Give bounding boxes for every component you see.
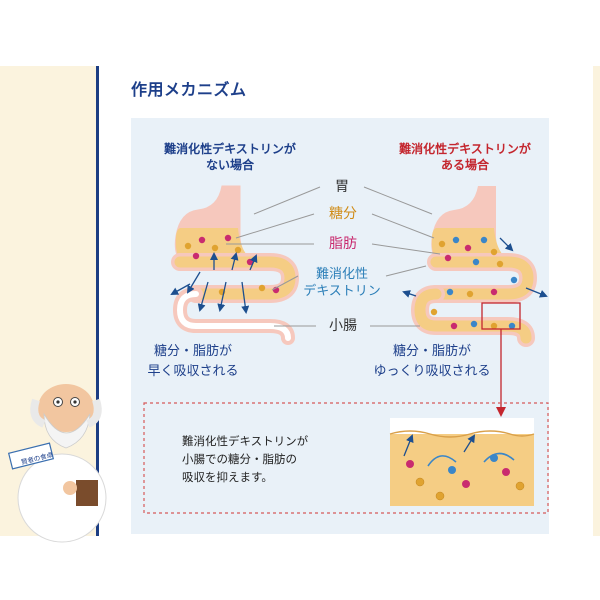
without-heading: 難消化性デキストリンが ない場合 — [140, 141, 320, 173]
with-heading-line1: 難消化性デキストリンが — [399, 142, 531, 156]
section-title: 作用メカニズム — [131, 80, 247, 99]
label-fiber-line1: 難消化性 — [315, 267, 368, 282]
label-fat: 脂肪 — [329, 236, 357, 252]
label-small-intestine: 小腸 — [329, 318, 357, 334]
with-result-line1: 糖分・脂肪が — [392, 344, 471, 359]
intestine-right-lower-fill — [414, 288, 532, 344]
without-result: 糖分・脂肪が 早く吸収される — [128, 342, 258, 382]
with-result: 糖分・脂肪が ゆっくり吸収される — [357, 342, 507, 382]
label-fiber-line2: デキストリン — [303, 284, 381, 299]
intestine-left-upper-fill — [174, 256, 296, 300]
label-sugar: 糖分 — [329, 206, 357, 222]
gut-right — [402, 186, 548, 347]
gut-left — [170, 185, 300, 345]
detail-box — [143, 402, 549, 514]
without-heading-line2: ない場合 — [205, 158, 254, 172]
without-heading-line1: 難消化性デキストリンが — [164, 142, 296, 156]
without-result-line1: 糖分・脂肪が — [153, 344, 232, 359]
label-fiber: 難消化性 デキストリン — [298, 266, 386, 300]
detail-text: 難消化性デキストリンが 小腸での糖分・脂肪の 吸収を抑えます。 — [182, 434, 309, 484]
intestine-right-upper-fill — [430, 256, 534, 300]
mascot-sage — [7, 384, 107, 543]
without-result-line2: 早く吸収される — [147, 364, 239, 379]
label-stomach: 胃 — [335, 179, 349, 195]
magnified-view — [389, 418, 535, 506]
with-result-line2: ゆっくり吸収される — [373, 364, 491, 379]
label-connectors — [226, 186, 441, 327]
with-heading: 難消化性デキストリンが ある場合 — [375, 141, 555, 173]
intestine-left-lower-inner — [176, 291, 291, 341]
with-heading-line2: ある場合 — [440, 158, 489, 172]
